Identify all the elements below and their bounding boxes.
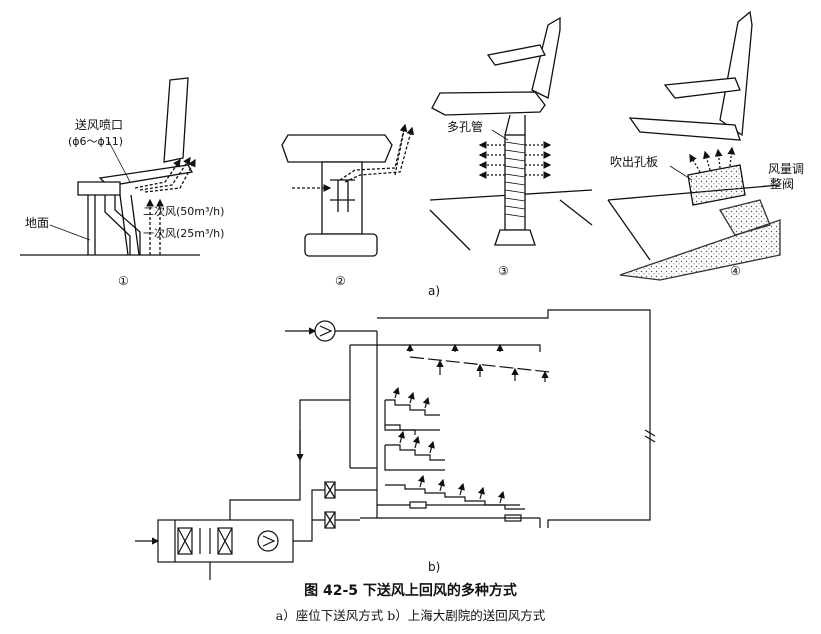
seat-base-1: [77, 181, 121, 196]
panel-1-number: ①: [118, 274, 129, 288]
figure-caption-title: 图 42-5 下送风上回风的多种方式: [304, 583, 517, 599]
panel-3-perforated-pipe: [429, 16, 593, 251]
armrest-4: [663, 77, 741, 99]
seat-cushion-4: [628, 117, 741, 141]
damper-label-line-1: 风量调: [768, 162, 804, 176]
perforated-pipe-label: 多孔管: [447, 119, 483, 134]
floor-section-4: [619, 219, 781, 281]
nozzle-label: 送风喷口: [75, 117, 123, 132]
panel-3-number: ③: [498, 264, 509, 278]
ceiling-line: [377, 344, 541, 352]
balcony-soffit: [409, 356, 551, 373]
panel-2-number: ②: [335, 274, 346, 288]
damper-label-line-2: 整阀: [770, 176, 794, 191]
duct-1: [104, 195, 131, 255]
figure-caption-subtitle: a）座位下送风方式 b）上海大剧院的送回风方式: [275, 608, 546, 623]
seat-back-3: [531, 16, 561, 99]
stage-wall: [377, 309, 651, 528]
damper-4: [718, 199, 771, 236]
seat-cushion-2: [281, 134, 393, 163]
return-to-ahu: [299, 399, 350, 460]
airflow-arrows-2: [292, 123, 415, 192]
return-arrows-upper: [436, 359, 549, 382]
seat-back-1: [163, 77, 189, 163]
perforated-plate-label: 吹出孔板: [610, 155, 658, 169]
airflow-arrows-3: [478, 141, 552, 179]
supply-riser: [293, 489, 377, 542]
secondary-air-label: 二次风(50m³/h): [143, 204, 224, 218]
armrest-3: [486, 44, 546, 66]
seat-pedestal-2: [321, 161, 363, 235]
seat-cushion-3: [431, 91, 546, 116]
primary-air-label: 一次风(25m³/h): [143, 226, 224, 240]
airflow-arrows-1: [134, 156, 196, 255]
theater-air-system: [135, 309, 656, 580]
perforated-plate-4: [687, 164, 746, 206]
part-a-label: a): [428, 284, 440, 298]
ground-leader-line: [49, 224, 91, 241]
part-b-label: b): [428, 560, 440, 574]
airflow-arrows-4: [689, 146, 736, 173]
middle-balcony-tiers: [384, 430, 445, 471]
seat-base-2: [304, 233, 378, 257]
panel-4-number: ④: [730, 264, 741, 278]
nozzle-size-label: (ϕ6～ϕ11): [68, 135, 123, 148]
panel-2-seat-cross-section: [281, 123, 415, 257]
panel-1-seat-nozzle: [20, 77, 200, 256]
stalls-tiers: [385, 474, 525, 510]
nozzle-leader-line: [107, 139, 131, 183]
ground-label: 地面: [25, 216, 49, 230]
upper-balcony-tiers: [384, 386, 440, 435]
seat-back-4: [719, 10, 753, 137]
ceiling-return-arrows: [406, 343, 504, 352]
panel-4-perforated-plate: [607, 10, 781, 281]
